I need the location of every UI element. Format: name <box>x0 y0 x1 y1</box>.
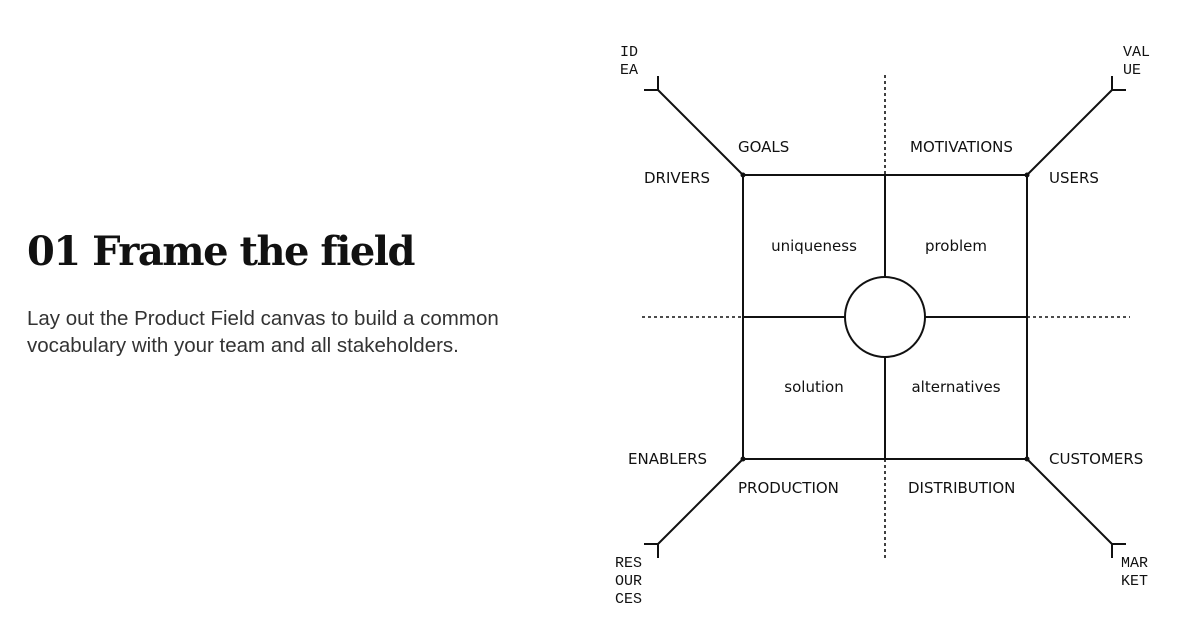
corner-resources-1: RES <box>615 555 642 572</box>
label-customers: CUSTOMERS <box>1049 450 1143 468</box>
corner-market-2: KET <box>1121 573 1148 590</box>
diagonal-top-right <box>1026 76 1126 176</box>
center-circle <box>844 276 926 358</box>
section-title: 01 Frame the field <box>27 228 415 275</box>
label-motivations: MOTIVATIONS <box>910 138 1013 156</box>
section-description: Lay out the Product Field canvas to buil… <box>27 307 499 357</box>
label-users: USERS <box>1049 169 1099 187</box>
diagonal-top-left <box>644 76 744 176</box>
diagonal-bottom-right <box>1026 458 1126 558</box>
corner-idea-1: ID <box>620 44 638 61</box>
corner-value-1: VAL <box>1123 44 1150 61</box>
label-drivers: DRIVERS <box>644 169 710 187</box>
label-distribution: DISTRIBUTION <box>908 479 1015 497</box>
label-production: PRODUCTION <box>738 479 839 497</box>
quadrant-solution: solution <box>784 378 843 396</box>
corner-resources-2: OUR <box>615 573 642 590</box>
corner-market-1: MAR <box>1121 555 1148 572</box>
corner-value-2: UE <box>1123 62 1141 79</box>
label-enablers: ENABLERS <box>628 450 707 468</box>
quadrant-uniqueness: uniqueness <box>771 237 857 255</box>
corner-resources-3: CES <box>615 591 642 608</box>
corner-idea-2: EA <box>620 62 638 79</box>
diagonal-bottom-left <box>644 458 744 558</box>
quadrant-problem: problem <box>925 237 987 255</box>
label-goals: GOALS <box>738 138 789 156</box>
quadrant-alternatives: alternatives <box>911 378 1000 396</box>
